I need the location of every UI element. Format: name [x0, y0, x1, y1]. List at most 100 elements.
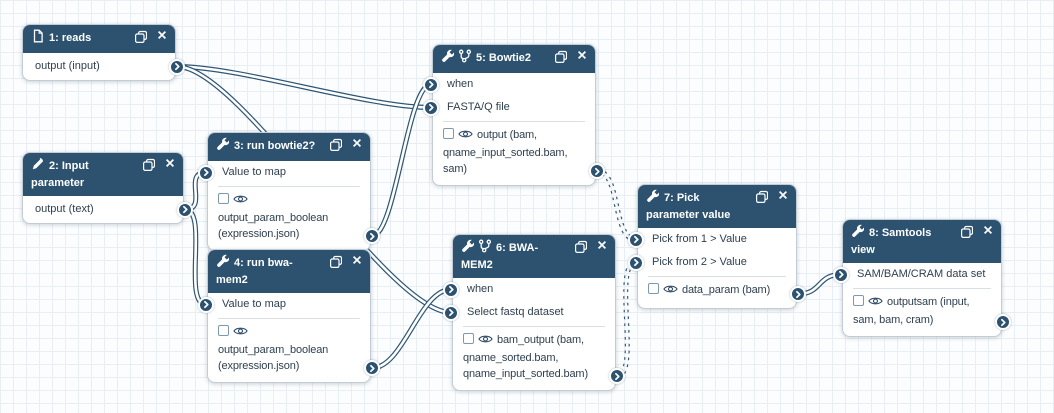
- output-connector[interactable]: [177, 201, 193, 218]
- close-icon[interactable]: [352, 138, 362, 150]
- output-checkbox[interactable]: [463, 333, 474, 344]
- output-connector[interactable]: [589, 163, 605, 179]
- duplicate-icon[interactable]: [134, 30, 148, 44]
- node-input-row: Pick from 2 > Value: [628, 251, 796, 274]
- input-connector[interactable]: [628, 254, 644, 271]
- duplicate-icon[interactable]: [329, 255, 343, 268]
- divider: [648, 276, 786, 277]
- close-icon[interactable]: [165, 158, 175, 170]
- node-input-row: Value to map: [198, 161, 370, 184]
- input-connector[interactable]: [423, 99, 439, 116]
- node-header[interactable]: 1: reads: [23, 25, 175, 53]
- input-label: when: [447, 78, 474, 90]
- wrench-icon: [441, 49, 455, 68]
- node-title: 4: run bwa-mem2: [216, 257, 293, 286]
- node-output-row: output_param_boolean (expression.json): [208, 187, 380, 250]
- node-header[interactable]: 3: run bowtie2?: [208, 133, 370, 161]
- node-output-row: output (bam, qname_input_sorted.bam, sam…: [433, 122, 605, 185]
- node-header[interactable]: 8: Samtools view: [843, 220, 1001, 263]
- output-checkbox[interactable]: [443, 128, 454, 139]
- input-connector[interactable]: [423, 76, 439, 93]
- close-icon[interactable]: [983, 225, 993, 237]
- node-input-row: when: [443, 278, 615, 301]
- node-output-row: bam_output (bam, qname_sorted.bam, qname…: [453, 327, 625, 390]
- output-connector[interactable]: [169, 58, 185, 75]
- output-connector[interactable]: [609, 368, 625, 384]
- eye-icon[interactable]: [478, 333, 493, 350]
- input-label: FASTA/Q file: [447, 101, 510, 113]
- node-input-row: Select fastq dataset: [443, 301, 615, 324]
- close-icon[interactable]: [778, 190, 788, 202]
- input-connector[interactable]: [628, 231, 644, 248]
- divider: [853, 288, 991, 289]
- wrench-icon: [851, 224, 865, 243]
- node-input-row: Pick from 1 > Value: [628, 228, 796, 251]
- node-pick-parameter-value[interactable]: 7: Pick parameter value Pick from 1 > Va…: [628, 184, 806, 309]
- divider: [218, 318, 360, 319]
- connection-wire: [596, 169, 637, 241]
- duplicate-icon[interactable]: [554, 50, 568, 64]
- node-header[interactable]: 2: Input parameter: [23, 153, 183, 196]
- eye-icon[interactable]: [868, 295, 883, 312]
- wrench-icon: [216, 137, 230, 156]
- input-connector[interactable]: [198, 296, 214, 313]
- input-connector[interactable]: [443, 281, 459, 298]
- output-label: data_param (bam): [682, 284, 771, 296]
- node-output-row: outputsam (input, sam, bam, cram): [843, 289, 1011, 336]
- output-connector[interactable]: [995, 314, 1011, 330]
- node-header[interactable]: 4: run bwa-mem2: [208, 250, 370, 293]
- output-label: output (text): [35, 203, 94, 215]
- node-title: 7: Pick parameter value: [646, 192, 731, 221]
- input-connector[interactable]: [833, 266, 849, 283]
- node-samtools-view[interactable]: 8: Samtools view SAM/BAM/CRAM data set o…: [833, 219, 1011, 337]
- node-header[interactable]: 5: Bowtie2: [433, 45, 595, 73]
- eye-icon[interactable]: [233, 325, 248, 342]
- node-title: 6: BWA-MEM2: [461, 242, 539, 271]
- close-icon[interactable]: [157, 30, 167, 42]
- input-label: Pick from 1 > Value: [652, 233, 747, 245]
- eye-icon[interactable]: [663, 283, 678, 300]
- divider: [443, 121, 585, 122]
- node-header[interactable]: 7: Pick parameter value: [638, 185, 796, 228]
- node-header[interactable]: 6: BWA-MEM2: [453, 235, 615, 278]
- output-connector[interactable]: [364, 360, 380, 376]
- node-input-parameter[interactable]: 2: Input parameter output (text): [22, 152, 193, 224]
- duplicate-icon[interactable]: [755, 190, 769, 203]
- close-icon[interactable]: [597, 240, 607, 252]
- input-label: Value to map: [222, 166, 287, 178]
- close-icon[interactable]: [352, 255, 362, 267]
- duplicate-icon[interactable]: [574, 240, 588, 253]
- node-output-row: data_param (bam): [638, 277, 806, 308]
- eye-icon[interactable]: [233, 193, 248, 210]
- output-checkbox[interactable]: [218, 193, 229, 204]
- input-connector[interactable]: [443, 304, 459, 321]
- node-output-row: output (input): [23, 53, 185, 80]
- close-icon[interactable]: [577, 50, 587, 62]
- input-label: Pick from 2 > Value: [652, 256, 747, 268]
- wrench-icon: [461, 239, 475, 258]
- output-checkbox[interactable]: [218, 325, 229, 336]
- node-bowtie2[interactable]: 5: Bowtie2 when FASTA/Q file output (bam…: [423, 44, 605, 186]
- output-label: output_param_boolean (expression.json): [218, 212, 329, 240]
- node-run-bowtie2[interactable]: 3: run bowtie2? Value to map output_para…: [198, 132, 380, 251]
- output-label: output (bam, qname_input_sorted.bam, sam…: [443, 129, 568, 175]
- duplicate-icon[interactable]: [329, 138, 343, 151]
- eye-icon[interactable]: [458, 128, 473, 145]
- output-connector[interactable]: [790, 286, 806, 302]
- output-connector[interactable]: [364, 228, 380, 244]
- wrench-icon: [216, 254, 230, 273]
- duplicate-icon[interactable]: [960, 225, 974, 238]
- output-checkbox[interactable]: [853, 295, 864, 306]
- input-label: SAM/BAM/CRAM data set: [857, 268, 986, 280]
- input-connector[interactable]: [198, 164, 214, 181]
- node-reads[interactable]: 1: reads output (input): [22, 24, 185, 81]
- node-title: 1: reads: [49, 32, 92, 44]
- pencil-icon: [31, 157, 44, 176]
- node-bwa-mem2[interactable]: 6: BWA-MEM2 when Select fastq dataset ba…: [443, 234, 625, 391]
- duplicate-icon[interactable]: [142, 158, 156, 171]
- node-run-bwa-mem2[interactable]: 4: run bwa-mem2 Value to map output_para…: [198, 249, 380, 383]
- file-icon: [31, 29, 44, 48]
- input-label: Value to map: [222, 298, 287, 310]
- output-checkbox[interactable]: [648, 283, 659, 294]
